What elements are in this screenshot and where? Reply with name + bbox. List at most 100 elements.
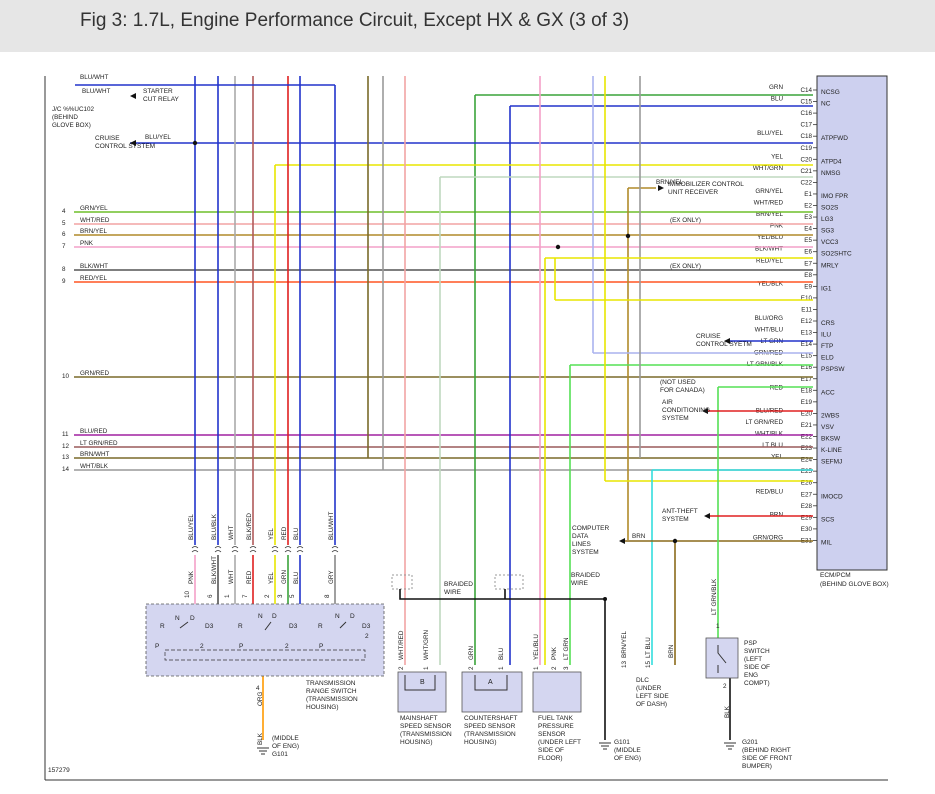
trs-pin-number: 1 xyxy=(224,594,231,598)
countershaft-sensor-label: COUNTERSHAFT xyxy=(464,715,517,722)
ecm-location-label: (BEHIND GLOVE BOX) xyxy=(820,581,889,588)
trs-position-label: P xyxy=(239,643,243,650)
left-wire-label: RED/YEL xyxy=(80,275,107,282)
g101-left-label: (MIDDLE xyxy=(272,735,299,742)
arrow-cruise xyxy=(130,140,136,146)
wire-label: BLK xyxy=(724,705,731,718)
ac-system-label: AIR xyxy=(662,399,673,406)
left-wire-label: WHT/RED xyxy=(80,217,110,224)
ecm-pin-number: E25 xyxy=(801,468,813,475)
ecm-pin-name: IMO FPR xyxy=(821,193,848,200)
left-wire-number: 7 xyxy=(62,243,66,250)
ecm-pin-number: E12 xyxy=(801,318,813,325)
ecm-pin-number: E30 xyxy=(801,526,813,533)
arrow-antitheft xyxy=(704,513,710,519)
ecm-pin-name: VCC3 xyxy=(821,239,839,246)
left-wire-number: 9 xyxy=(62,278,66,285)
dlc-pin: 13 xyxy=(621,660,628,668)
trs-upper-wire-label: RED xyxy=(281,526,288,540)
dlc-label: DLC xyxy=(636,677,649,684)
left-wire-label: BRN/YEL xyxy=(80,228,107,235)
countershaft-sensor-label: SPEED SENSOR xyxy=(464,723,516,730)
trs-pin-number: 8 xyxy=(324,594,331,598)
trs-mech-link xyxy=(164,649,366,661)
ecm-pin-number: E2 xyxy=(804,203,812,210)
mainshaft-sensor-label: SPEED SENSOR xyxy=(400,723,452,730)
left-wire-number: 6 xyxy=(62,231,66,238)
figure-number: 157279 xyxy=(48,767,70,774)
break-mark xyxy=(284,546,292,553)
cruise-syetm-label: CRUISE xyxy=(696,333,721,340)
mainshaft-sensor-label: MAINSHAFT xyxy=(400,715,438,722)
arrow-cruise-e12 xyxy=(724,338,730,344)
ecm-pin-number: E4 xyxy=(804,226,812,233)
ecm-pin-number: E10 xyxy=(801,295,813,302)
pin-label: 1 xyxy=(716,623,720,630)
wire-label: LT GRN/BLK xyxy=(711,578,718,615)
top-wire-label: BLU/WHT xyxy=(80,74,108,81)
sensor-wire-label: LT GRN xyxy=(563,637,570,660)
trs-position-label: P xyxy=(319,643,323,650)
sensor-pin: 2 xyxy=(398,666,405,670)
ecm-pin-name: NC xyxy=(821,101,831,108)
ecm-wire-label: GRN/ORG xyxy=(753,534,783,541)
trs-upper-wire-label: WHT xyxy=(228,526,235,540)
dlc-label: (UNDER xyxy=(636,685,662,692)
junction-dot xyxy=(672,538,678,544)
ground-symbol xyxy=(257,747,269,755)
sensor-letter: B xyxy=(420,679,425,686)
junction-dot xyxy=(555,244,561,250)
trs-position-label: D xyxy=(272,613,277,620)
trs-upper-wire-label: YEL xyxy=(268,528,275,540)
braided-wire-label: BRAIDED xyxy=(571,572,600,579)
left-wire-label: GRN/RED xyxy=(80,370,109,377)
ground-symbol xyxy=(724,742,736,750)
wire-label: ORG xyxy=(257,692,264,706)
countershaft-sensor-label: (TRANSMISSION xyxy=(464,731,516,738)
not-used-label: (NOT USED xyxy=(660,379,696,386)
left-wire-label: BLK/WHT xyxy=(80,263,108,270)
trs-position-label: N xyxy=(258,613,263,620)
trs-upper-wire-label: BLU/YEL xyxy=(188,514,195,540)
ecm-pin-name: NMSG xyxy=(821,170,841,177)
left-wire-label: BRN/WHT xyxy=(80,451,110,458)
trs-position-label: 2 xyxy=(285,643,289,650)
ecm-pin-number: E17 xyxy=(801,376,813,383)
mainshaft-sensor-label: (TRANSMISSION xyxy=(400,731,452,738)
dlc-label: OF DASH) xyxy=(636,701,667,708)
figure-header: Fig 3: 1.7L, Engine Performance Circuit,… xyxy=(0,0,935,52)
cruise-control-label: CRUISE xyxy=(95,135,120,142)
ex-only-label: (EX ONLY) xyxy=(670,217,701,224)
fuel-tank-sensor-label: FLOOR) xyxy=(538,755,563,762)
g201-label: BUMPER) xyxy=(742,763,772,770)
ecm-wire-label: BLK/WHT xyxy=(755,246,783,253)
starter-cut-relay-label: STARTER xyxy=(143,88,173,95)
trs-lower-wire-label: GRN xyxy=(281,570,288,584)
ecm-pin-name: PSPSW xyxy=(821,366,845,373)
ecm-pin-number: E6 xyxy=(804,249,812,256)
ecm-location-label: ECM/PCM xyxy=(820,572,851,579)
ecm-pin-name: BKSW xyxy=(821,436,841,443)
ecm-pin-name: SO2S xyxy=(821,205,839,212)
break-mark xyxy=(191,546,199,553)
sensor-pin: 1 xyxy=(423,666,430,670)
jc-label: J/C %%UC102 xyxy=(52,106,94,113)
ecm-pin-name: ELD xyxy=(821,355,834,362)
break-mark xyxy=(231,546,239,553)
antitheft-label: ANT-THEFT xyxy=(662,508,698,515)
arrow-starter xyxy=(130,93,136,99)
ecm-pin-number: E24 xyxy=(801,457,813,464)
ecm-pin-number: C22 xyxy=(800,179,812,186)
sensor-wire-label: WHT/GRN xyxy=(423,629,430,660)
mainshaft-sensor-label: HOUSING) xyxy=(400,739,433,746)
computer-data-label: COMPUTER xyxy=(572,525,610,532)
ecm-wire-label: BRN xyxy=(770,511,784,518)
dlc-label: LEFT SIDE xyxy=(636,693,669,700)
sensor-wire-label: YEL/BLU xyxy=(533,634,540,660)
arrow-immo xyxy=(658,185,664,191)
dlc-wire-label: LT BLU xyxy=(645,637,652,658)
trs-lower-wire-label: YEL xyxy=(268,572,275,584)
shield-connector xyxy=(391,574,413,590)
ecm-pin-name: MIL xyxy=(821,539,832,546)
